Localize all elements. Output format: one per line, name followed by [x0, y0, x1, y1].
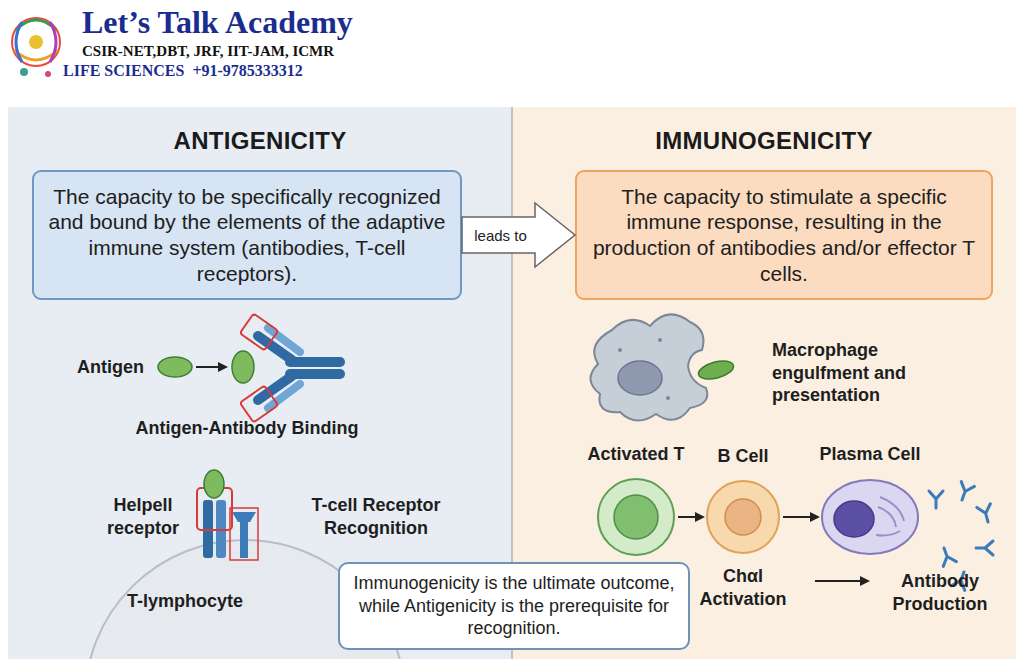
t-lymphocyte-illustration	[85, 470, 405, 659]
antibody-symbols	[929, 482, 995, 591]
logo	[12, 18, 60, 77]
cell-label: Activated T	[556, 443, 716, 466]
flow-arrow	[678, 516, 703, 518]
cell-shape	[820, 477, 920, 557]
cell-circle: B CellChαl Activation	[705, 479, 781, 555]
text-label: CSIR-NET,DBT, JRF, IIT-JAM, ICMR	[82, 42, 412, 61]
macrophage-illustration	[590, 314, 735, 420]
cell-shape	[596, 477, 676, 557]
note-box: Immunogenicity is the ultimate outcome, …	[338, 562, 690, 650]
panel-band: IMMUNOGENICITY The capacity to stimulate …	[512, 107, 1016, 659]
panel-heading: IMMUNOGENICITY	[512, 127, 1016, 155]
text-label: Macrophage engulfment and presentation	[772, 339, 924, 407]
antigen-antibody-illustration	[158, 314, 340, 423]
panel-divider	[511, 107, 513, 659]
cell-circle: Plasma Cell	[820, 477, 920, 557]
block-arrow	[462, 203, 575, 267]
definition-text: The capacity to stimulate a specific imm…	[589, 184, 979, 286]
panel-heading: ANTIGENICITY	[8, 127, 512, 155]
text-label: Antigen	[77, 356, 157, 379]
text-label: LIFE SCIENCES +91-9785333312	[63, 61, 403, 81]
text-label: Let’s Talk Academy	[82, 2, 412, 42]
definition-box: The capacity to be specifically recogniz…	[32, 170, 462, 300]
note-text: Immunogenicity is the ultimate outcome, …	[352, 572, 676, 640]
text-label: T-lymphocyte	[110, 590, 260, 613]
text-label: Antigen-Antibody Binding	[117, 417, 377, 440]
text-label: Antibody Production	[878, 570, 1002, 615]
edge-label: leads to	[474, 227, 527, 244]
flow-arrow	[783, 516, 818, 518]
leader-arrow	[815, 580, 868, 582]
cell-label: Chαl Activation	[688, 565, 798, 610]
cell-label: B Cell	[663, 445, 823, 468]
cell-circle: Activated T	[596, 477, 676, 557]
text-label: Helpell receptor	[98, 494, 188, 539]
definition-text: The capacity to be specifically recogniz…	[46, 184, 448, 286]
text-label: T-cell Receptor Recognition	[298, 494, 454, 539]
cell-label: Plasma Cell	[790, 443, 950, 466]
cell-shape	[705, 479, 781, 555]
definition-box: The capacity to stimulate a specific imm…	[575, 170, 993, 300]
